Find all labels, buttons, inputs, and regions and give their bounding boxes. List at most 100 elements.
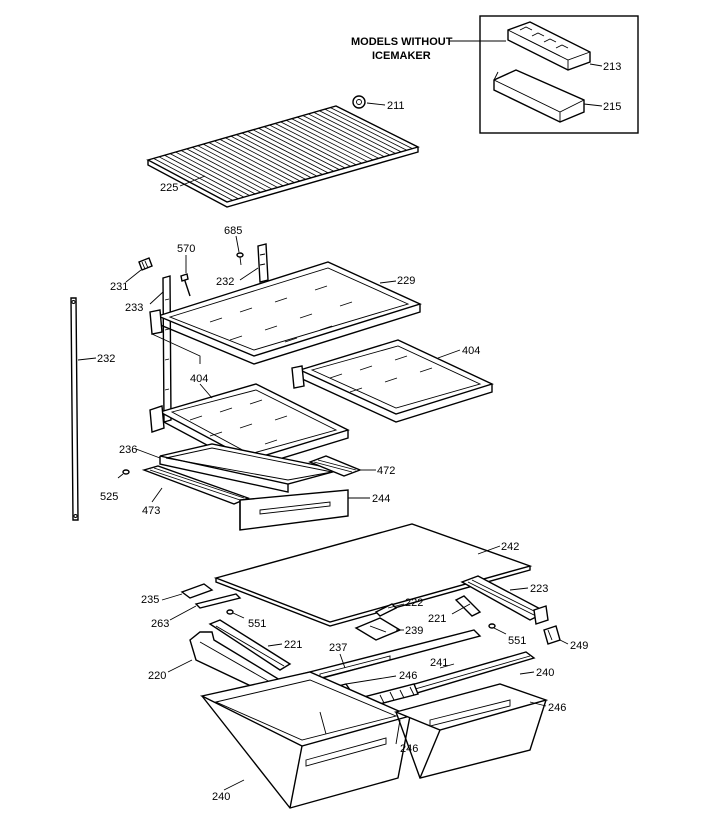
rail-part-235 [180, 583, 214, 599]
drawing-stroke [186, 148, 267, 192]
drawing-stroke [313, 111, 396, 154]
rail-part-221-left [208, 619, 292, 671]
rail-part-221-right [454, 595, 482, 617]
drawing-stroke [280, 121, 363, 164]
drawing-stroke [208, 142, 289, 185]
ice-bucket-part-215 [493, 69, 585, 123]
support-post-part-232-right [257, 243, 269, 283]
drawing-stroke [203, 143, 284, 187]
label-240-left: 240 [212, 791, 230, 803]
drawing-stroke [230, 135, 312, 179]
drawing-stroke [291, 118, 374, 161]
label-221-left: 221 [284, 639, 302, 651]
drawing-stroke [258, 127, 340, 171]
label-235: 235 [141, 594, 159, 606]
drawing-stroke [274, 297, 288, 303]
drawing-stroke [219, 138, 301, 182]
label-246-right: 246 [548, 702, 566, 714]
screw-part-551-left [226, 609, 245, 619]
drawing-stroke [236, 134, 318, 177]
cap-part-231 [138, 257, 153, 271]
slide-part-473 [141, 465, 250, 505]
label-685: 685 [224, 225, 242, 237]
drawing-stroke [274, 415, 288, 421]
wire-shelf-part-225 [146, 105, 420, 208]
drawing-stroke [249, 399, 263, 405]
inset-box: MODELS WITHOUT ICEMAKER 213 215 [351, 15, 639, 134]
glass-shelf-part-229 [149, 261, 422, 365]
drawing-stroke [394, 355, 408, 361]
screw-part-685 [236, 252, 244, 266]
label-244: 244 [372, 493, 390, 505]
glass-shelf-part-404-left [149, 383, 350, 469]
drawing-stroke [419, 367, 433, 373]
screw-part-570 [180, 273, 191, 297]
label-220: 220 [148, 670, 166, 682]
drawing-stroke [314, 285, 328, 291]
drawing-stroke [192, 146, 273, 190]
drawing-stroke [339, 301, 353, 307]
rail-part-223 [460, 575, 549, 625]
drawing-stroke [189, 415, 203, 421]
drawing-stroke [349, 387, 363, 393]
drawing-stroke [239, 423, 253, 429]
support-part-239 [354, 617, 402, 641]
drawing-stroke [180, 150, 261, 193]
drawing-stroke [175, 151, 256, 195]
drawing-stroke [241, 132, 323, 175]
drawing-stroke [264, 439, 278, 445]
drawing-stroke [169, 153, 250, 196]
drawing-stroke [219, 407, 233, 413]
label-242: 242 [501, 541, 519, 553]
label-223: 223 [530, 583, 548, 595]
label-225: 225 [160, 182, 178, 194]
rail-part-232-left [70, 297, 79, 521]
label-404-left: 404 [190, 373, 208, 385]
drawing-stroke [299, 313, 313, 319]
drawing-stroke [247, 131, 329, 174]
drawing-stroke [229, 335, 243, 341]
label-222: 222 [405, 597, 423, 609]
label-239: 239 [405, 625, 423, 637]
drawing-stroke [264, 325, 278, 331]
drawing-stroke [359, 365, 373, 371]
label-473: 473 [142, 505, 160, 517]
support-post-part-233 [162, 275, 172, 423]
label-472: 472 [377, 465, 395, 477]
label-231: 231 [110, 281, 128, 293]
label-570: 570 [177, 243, 195, 255]
screw-part-525 [117, 469, 130, 479]
label-249: 249 [570, 640, 588, 652]
inset-caption-line2: ICEMAKER [372, 50, 431, 62]
clip-part-211 [352, 95, 366, 109]
drawing-stroke [297, 116, 379, 159]
drawing-stroke [384, 377, 398, 383]
label-229: 229 [397, 275, 415, 287]
drawing-stroke [158, 156, 239, 200]
drawing-stroke [319, 325, 333, 331]
screw-part-551-right [488, 623, 507, 635]
label-263: 263 [151, 618, 169, 630]
ice-tray-part-213 [507, 21, 591, 71]
cover-glass-part-242 [213, 523, 533, 627]
label-551-right: 551 [508, 635, 526, 647]
drawing-stroke [214, 140, 295, 183]
label-232-post: 232 [216, 276, 234, 288]
drawing-stroke [286, 119, 368, 162]
label-221-right: 221 [428, 613, 446, 625]
crisper-pan-part-240-left [199, 671, 413, 809]
drawing-stroke [319, 110, 402, 153]
label-246-top: 246 [399, 670, 417, 682]
drawing-stroke [197, 145, 278, 188]
drawing-stroke [274, 123, 357, 166]
inset-caption-line1: MODELS WITHOUT [351, 36, 453, 48]
label-236: 236 [119, 444, 137, 456]
drawing-stroke [225, 137, 306, 180]
drawing-stroke [329, 373, 343, 379]
label-240-right: 240 [536, 667, 554, 679]
drawing-stroke [308, 113, 391, 156]
label-525: 525 [100, 491, 118, 503]
drawing-stroke [209, 431, 223, 437]
label-551-left: 551 [248, 618, 266, 630]
